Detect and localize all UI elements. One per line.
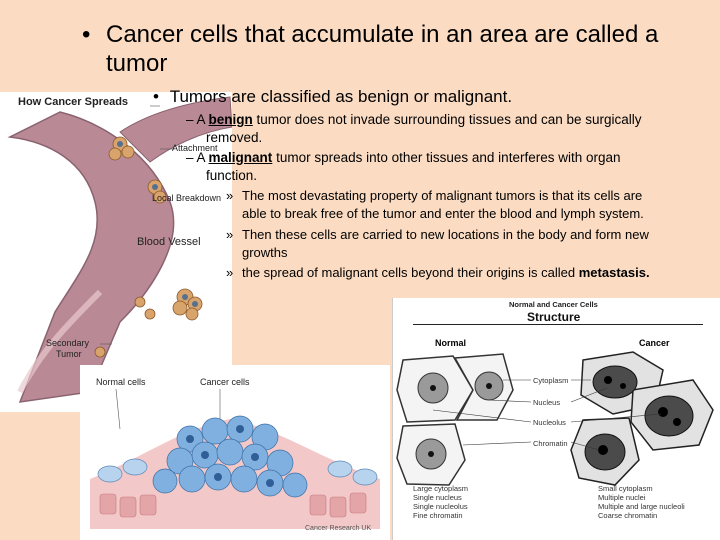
- detail-marker: »: [226, 188, 234, 203]
- benign-pre: A: [196, 112, 209, 127]
- cell-structure-diagram: Normal and Cancer Cells Structure Normal…: [392, 298, 720, 540]
- benign-post: tumor does not invade surrounding tissue…: [252, 112, 642, 127]
- local-breakdown-label: Local Breakdown: [152, 193, 222, 203]
- malignant-pre: A: [196, 150, 209, 165]
- spread-diagram-title: How Cancer Spreads: [18, 96, 129, 108]
- credit-label: Cancer Research UK: [305, 525, 372, 532]
- sub-bullet: • Tumors are classified as benign or mal…: [153, 87, 512, 107]
- structure-header: Normal and Cancer Cells: [509, 300, 598, 309]
- cytoplasm-label: Cytoplasm: [533, 376, 569, 385]
- cancer-legend-item: Small cytoplasm: [598, 484, 653, 493]
- benign-item: – A benign tumor does not invade surroun…: [186, 111, 716, 147]
- normal-legend-item: Large cytoplasm: [413, 484, 469, 493]
- malignant-item: – A malignant tumor spreads into other t…: [186, 149, 716, 185]
- malignant-term: malignant: [208, 150, 273, 165]
- detail-item: » The most devastating property of malig…: [226, 187, 716, 223]
- blood-vessel-illustration: [7, 96, 233, 403]
- nucleus-label: Nucleus: [533, 398, 561, 407]
- cancer-cells-label: Cancer cells: [200, 377, 250, 387]
- malignant-marker: –: [186, 150, 194, 165]
- secondary-tumor-label-2: Tumor: [56, 349, 82, 359]
- main-bullet: • Cancer cells that accumulate in an are…: [82, 20, 712, 78]
- detail-line: growths: [242, 245, 288, 260]
- cells-illustration: [396, 351, 714, 486]
- detail-marker: »: [226, 227, 234, 242]
- sub-bullet-text: Tumors are classified as benign or malig…: [169, 87, 513, 106]
- nucleolus-label: Nucleolus: [533, 418, 566, 427]
- detail-pre: the spread of malignant cells beyond the…: [242, 265, 579, 280]
- metastasis-term: metastasis.: [578, 265, 650, 280]
- benign-line2: removed.: [206, 130, 263, 145]
- chromatin-label: Chromatin: [533, 439, 568, 448]
- secondary-tumor-label-1: Secondary: [46, 338, 90, 348]
- sub-bullet-marker: •: [153, 87, 159, 106]
- normal-legend-item: Fine chromatin: [413, 511, 463, 520]
- normal-legend-item: Single nucleolus: [413, 502, 468, 511]
- cancer-column-label: Cancer: [639, 338, 670, 348]
- cancer-legend-item: Coarse chromatin: [598, 511, 658, 520]
- detail-marker: »: [226, 265, 234, 280]
- cancer-spread-diagram: How Cancer Spreads Attachment Local Brea…: [0, 92, 233, 412]
- malignant-post: tumor spreads into other tissues and int…: [272, 150, 621, 165]
- normal-column-label: Normal: [435, 338, 467, 348]
- cancer-legend-item: Multiple nuclei: [598, 493, 646, 502]
- benign-term: benign: [208, 112, 253, 127]
- main-bullet-marker: •: [82, 21, 91, 48]
- normal-legend-item: Single nucleus: [413, 493, 462, 502]
- malignant-line2: function.: [206, 168, 258, 183]
- benign-marker: –: [186, 112, 194, 127]
- blood-vessel-label: Blood Vessel: [137, 236, 201, 248]
- structure-title: Structure: [527, 310, 581, 324]
- normal-cells-label: Normal cells: [96, 377, 146, 387]
- attachment-label: Attachment: [172, 143, 218, 153]
- detail-item: » Then these cells are carried to new lo…: [226, 226, 716, 262]
- cancer-legend-item: Multiple and large nucleoli: [598, 502, 685, 511]
- detail-item: » the spread of malignant cells beyond t…: [226, 264, 716, 282]
- detail-line: The most devastating property of maligna…: [242, 188, 643, 203]
- divider: [413, 324, 703, 325]
- cancer-legend: Small cytoplasm Multiple nuclei Multiple…: [598, 484, 685, 520]
- tissue-illustration: [90, 389, 380, 529]
- main-bullet-text: Cancer cells that accumulate in an area …: [106, 21, 659, 77]
- tissue-diagram: Normal cells Cancer cells Cancer Researc…: [80, 365, 390, 540]
- detail-line: Then these cells are carried to new loca…: [242, 227, 649, 242]
- detail-line: able to break free of the tumor and ente…: [242, 206, 644, 221]
- normal-legend: Large cytoplasm Single nucleus Single nu…: [413, 484, 468, 520]
- detail-line: the spread of malignant cells beyond the…: [242, 264, 716, 282]
